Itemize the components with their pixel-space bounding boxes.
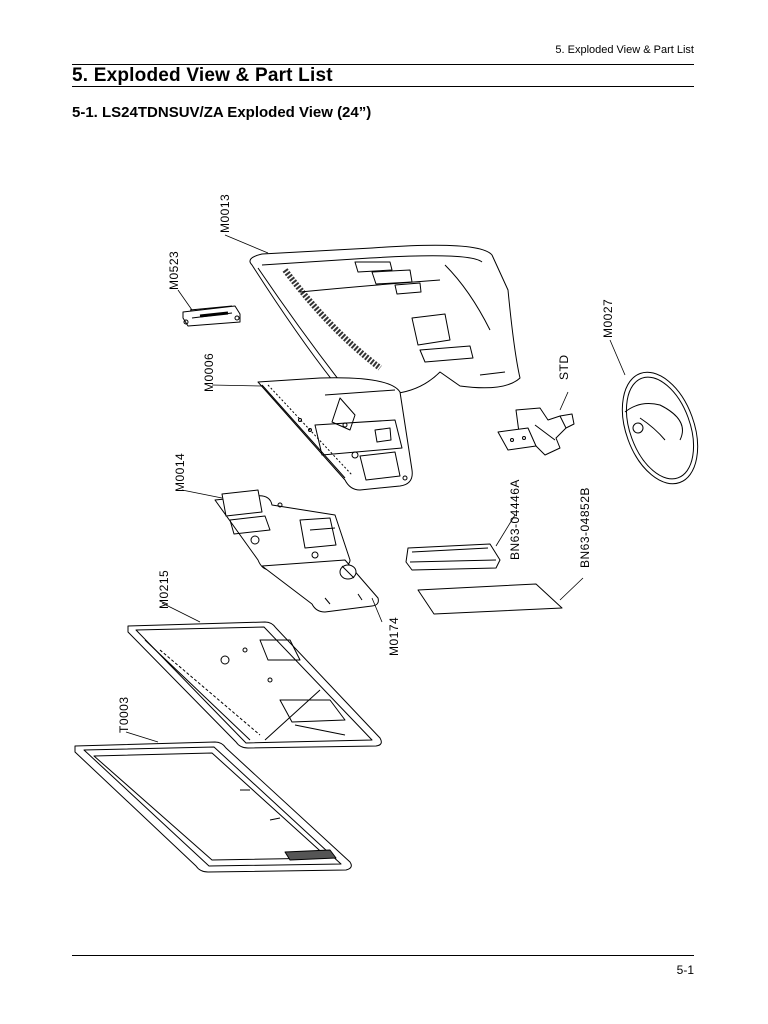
callout-leaders: [125, 234, 626, 743]
main-board-part: [257, 377, 413, 491]
bracket-part: [182, 305, 241, 327]
power-board-part: [214, 489, 351, 571]
section-title: 5. Exploded View & Part List: [72, 65, 333, 86]
callout-m0027: M0027: [601, 299, 615, 338]
title-underline: [72, 86, 694, 87]
exploded-view-diagram: M0013 M0523 M0006 M0014 M0215 T0003 M002…: [74, 194, 699, 873]
callout-std: STD: [557, 355, 571, 381]
stand-base-part: [621, 371, 699, 485]
page-number: 5-1: [676, 963, 694, 977]
label-b-part: [417, 583, 563, 615]
callout-t0003: T0003: [117, 696, 131, 733]
callout-m0215: M0215: [157, 570, 171, 609]
subsection-title: 5-1. LS24TDNSUV/ZA Exploded View (24”): [72, 104, 372, 121]
callout-bn63-04852b: BN63-04852B: [578, 487, 592, 568]
shield-plate-part: [261, 559, 379, 613]
stand-neck-part: [497, 407, 575, 456]
callout-bn63-04446a: BN63-04446A: [508, 479, 522, 560]
header-rule: [72, 64, 694, 65]
footer-rule: [72, 955, 694, 956]
panel-part: [127, 621, 382, 749]
label-a-part: [405, 543, 501, 571]
callout-m0013: M0013: [218, 194, 232, 233]
callout-m0014: M0014: [173, 453, 187, 492]
running-header: 5. Exploded View & Part List: [555, 44, 694, 56]
callout-m0006: M0006: [202, 353, 216, 392]
callout-m0174: M0174: [387, 617, 401, 656]
rear-cover-part: [74, 741, 352, 873]
front-cover-part: [249, 244, 521, 396]
callout-m0523: M0523: [167, 251, 181, 290]
